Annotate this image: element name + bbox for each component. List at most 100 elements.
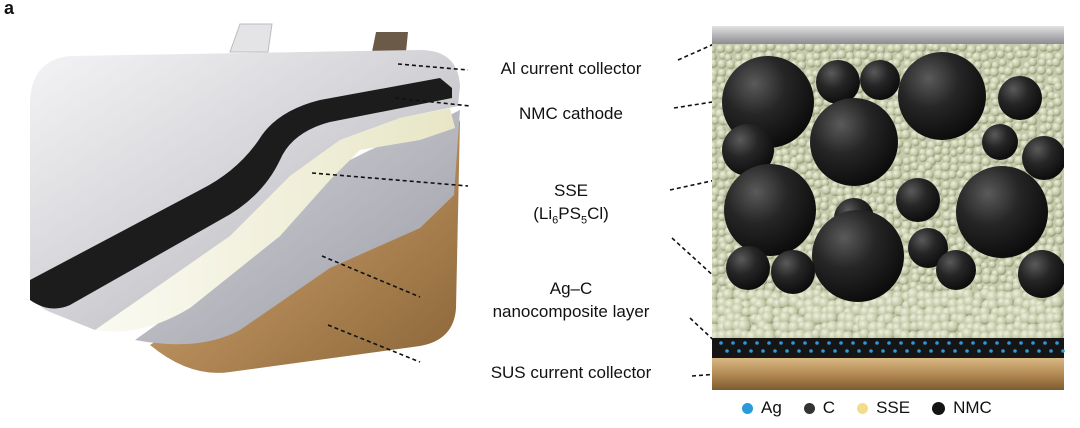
nmc-sphere	[816, 60, 860, 104]
sse-particle	[718, 213, 726, 221]
ag-dot	[767, 341, 771, 345]
sse-particle	[875, 196, 885, 206]
sse-particle	[971, 298, 984, 310]
sse-particle	[806, 58, 817, 68]
sse-particle	[1046, 227, 1057, 237]
ag-dot	[983, 341, 987, 345]
sse-particle	[909, 155, 918, 164]
sse-particle	[712, 229, 720, 238]
ag-dot	[845, 349, 849, 353]
sse-particle	[821, 185, 832, 195]
ag-dot	[1061, 349, 1065, 353]
agc-nanocomposite-bar	[712, 338, 1064, 358]
sse-particle	[900, 129, 911, 140]
sse-particle	[724, 53, 733, 62]
ag-dot	[833, 349, 837, 353]
sse-particle	[886, 44, 896, 54]
sse-particle	[1007, 156, 1015, 164]
sse-particle	[989, 82, 998, 91]
sse-particle	[919, 154, 927, 163]
sse-particle	[1055, 67, 1064, 76]
sse-particle	[805, 235, 815, 245]
sse-particle	[1054, 218, 1064, 228]
sse-particle	[1028, 57, 1038, 67]
label-al-current-collector: Al current collector	[500, 59, 642, 78]
ag-dot	[1055, 341, 1059, 345]
sse-particle	[799, 164, 809, 175]
sse-particle	[717, 162, 726, 171]
sse-particle	[712, 100, 717, 109]
sse-particle	[766, 276, 774, 284]
nmc-sphere	[1022, 136, 1064, 180]
sse-particle	[950, 44, 959, 51]
ag-dot	[1013, 349, 1017, 353]
sse-particle	[712, 243, 718, 252]
sse-particle	[1015, 68, 1024, 77]
sse-particle	[743, 44, 752, 52]
sse-particle	[1021, 67, 1030, 76]
sse-particle	[948, 195, 958, 205]
sse-particle	[853, 57, 863, 67]
sse-particle	[1011, 58, 1022, 68]
sse-particle	[853, 44, 863, 51]
sse-particle	[999, 58, 1007, 67]
ag-dot	[851, 341, 855, 345]
sse-particle	[1038, 44, 1049, 52]
ag-dot	[953, 349, 957, 353]
sse-particle	[813, 59, 822, 68]
ag-dot	[737, 349, 741, 353]
sse-particle	[860, 44, 870, 52]
ag-dot	[839, 341, 843, 345]
sse-particle	[821, 196, 829, 204]
nmc-sphere	[896, 178, 940, 222]
ag-dot	[887, 341, 891, 345]
sse-particle	[712, 131, 718, 141]
sse-particle	[717, 265, 727, 275]
sse-particle	[1036, 74, 1045, 84]
sse-particle	[797, 44, 806, 51]
nmc-sphere	[1018, 250, 1064, 298]
sse-particle	[782, 52, 791, 62]
nmc-particle-icon	[932, 401, 946, 415]
sse-particle	[1021, 50, 1029, 58]
sse-particle	[902, 157, 912, 166]
sse-particle	[1055, 235, 1064, 245]
sse-particle	[804, 44, 815, 53]
sse-particle	[1053, 108, 1061, 116]
ag-dot	[935, 341, 939, 345]
sse-particle	[972, 155, 983, 166]
sse-particle	[1021, 133, 1030, 142]
al-tab	[229, 23, 273, 53]
sse-particle	[1039, 114, 1049, 123]
sse-particle	[979, 115, 989, 125]
sse-particle	[973, 138, 983, 147]
ag-dot	[995, 341, 999, 345]
ag-dot	[815, 341, 819, 345]
sse-particle	[903, 147, 911, 155]
sse-particle	[890, 295, 905, 309]
sse-particle	[797, 147, 806, 156]
ag-dot	[977, 349, 981, 353]
sse-particle	[717, 276, 728, 287]
sse-particle	[712, 194, 717, 202]
sse-layer	[95, 108, 455, 332]
sse-particle	[893, 219, 902, 228]
sse-particle	[872, 186, 880, 194]
sse-particle	[807, 178, 816, 187]
legend-item-sse: SSE	[857, 398, 910, 418]
ag-dot	[893, 349, 897, 353]
nmc-sphere	[860, 60, 900, 100]
sse-particle	[712, 148, 718, 156]
nmc-sphere	[936, 250, 976, 290]
sse-particle	[876, 45, 886, 54]
legend-label-ag: Ag	[761, 398, 782, 417]
ag-dot	[779, 341, 783, 345]
sse-particle	[982, 60, 993, 70]
sse-particle	[868, 52, 877, 61]
sse-particle	[859, 50, 869, 60]
sse-particle	[899, 276, 909, 286]
sse-particle	[899, 265, 910, 276]
sse-particle	[1046, 59, 1054, 67]
nmc-sphere	[726, 246, 770, 290]
sse-particle	[949, 180, 960, 191]
